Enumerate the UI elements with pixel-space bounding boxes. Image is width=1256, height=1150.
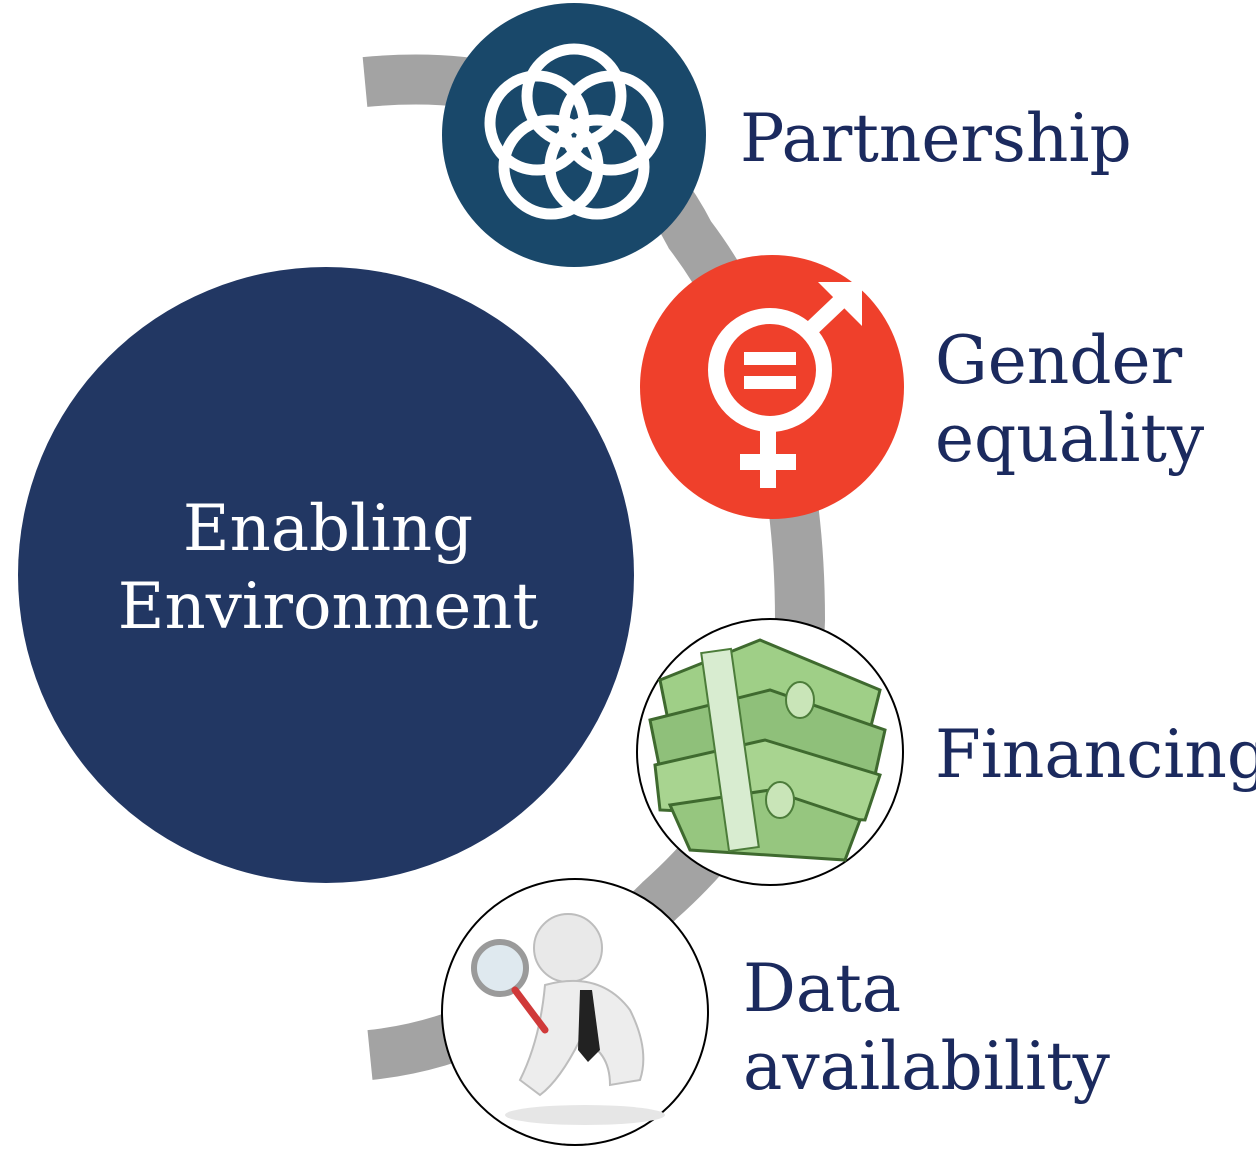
partnership-label: Partnership — [740, 100, 1132, 178]
data-availability-label: Data availability — [743, 950, 1110, 1106]
partnership-label-text: Partnership — [740, 100, 1132, 177]
data-availability-label-line-1: Data — [743, 950, 902, 1027]
enabling-environment-circle — [18, 267, 634, 883]
center-label-line-2: Environment — [117, 570, 539, 644]
gender-equality-label: Gender equality — [935, 322, 1204, 478]
financing-label-text: Financing — [935, 716, 1256, 793]
center-label: Enabling Environment — [18, 490, 638, 646]
financing-label: Financing — [935, 716, 1256, 794]
gender-equality-label-line-1: Gender — [935, 322, 1183, 399]
money-stack-icon — [636, 618, 904, 886]
gender-equality-label-line-2: equality — [935, 400, 1205, 477]
center-label-line-1: Enabling — [182, 492, 474, 566]
magnifier-person-icon — [441, 878, 709, 1146]
gender-equality-icon — [640, 255, 904, 519]
partnership-rings-icon — [442, 3, 706, 267]
data-availability-label-line-2: availability — [743, 1028, 1110, 1105]
